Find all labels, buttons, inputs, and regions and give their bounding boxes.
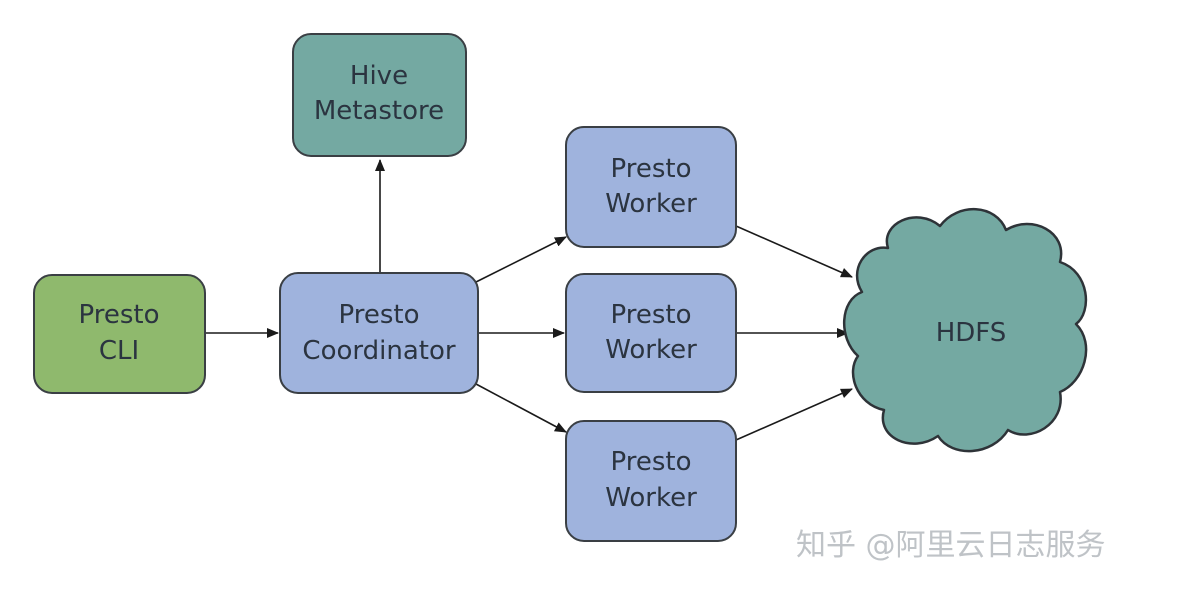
node-presto-worker-mid-box <box>565 273 737 393</box>
node-hive-metastore: Hive Metastore <box>292 33 467 157</box>
node-hive-metastore-line2: Metastore <box>314 96 444 126</box>
node-presto-worker-top-line2: Worker <box>605 189 697 219</box>
node-hive-metastore-line1: Hive <box>350 61 408 91</box>
hdfs-cloud-icon <box>843 208 1088 453</box>
edge-worker-top-to-hdfs <box>735 225 853 278</box>
node-presto-worker-bottom-box <box>565 420 737 542</box>
node-presto-worker-bottom-line2: Worker <box>605 483 697 513</box>
node-hdfs: HDFS <box>843 208 1088 453</box>
node-hive-metastore-box <box>292 33 467 157</box>
edge-coordinator-to-worker-bottom <box>475 383 567 433</box>
edges <box>205 159 853 441</box>
node-presto-coordinator: Presto Coordinator <box>279 272 479 394</box>
node-presto-coordinator-line2: Coordinator <box>302 336 455 366</box>
node-presto-worker-mid-line2: Worker <box>605 335 697 365</box>
node-presto-coordinator-box <box>279 272 479 394</box>
node-presto-worker-bottom-line1: Presto <box>611 447 692 477</box>
node-presto-worker-top-line1: Presto <box>611 154 692 184</box>
edge-worker-bottom-to-hdfs <box>735 388 853 441</box>
node-presto-worker-mid-line1: Presto <box>611 300 692 330</box>
node-presto-cli-line2: CLI <box>99 336 139 366</box>
node-presto-worker-top-box <box>565 126 737 248</box>
node-presto-coordinator-line1: Presto <box>339 300 420 330</box>
node-hdfs-label: HDFS <box>936 318 1007 348</box>
node-presto-worker-mid: Presto Worker <box>565 273 737 393</box>
node-presto-cli: Presto CLI <box>33 274 206 394</box>
node-presto-worker-bottom: Presto Worker <box>565 420 737 542</box>
edge-coordinator-to-worker-top <box>475 236 567 283</box>
node-presto-cli-line1: Presto <box>79 300 160 330</box>
node-presto-cli-box <box>33 274 206 394</box>
watermark-text: 知乎 @阿里云日志服务 <box>796 528 1106 563</box>
node-presto-worker-top: Presto Worker <box>565 126 737 248</box>
